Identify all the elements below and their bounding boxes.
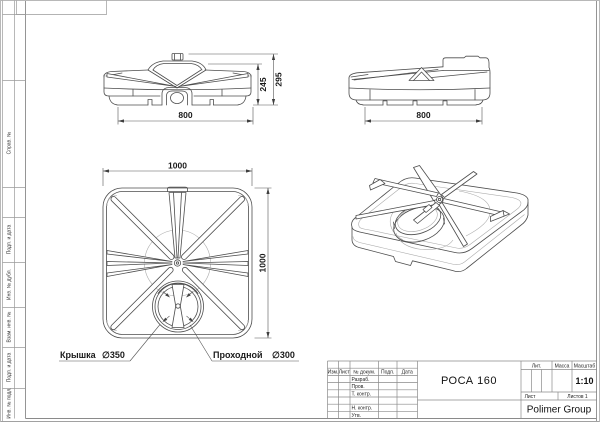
top-view xyxy=(102,186,253,339)
tb-row-n-kontr: Н. контр. xyxy=(352,406,373,412)
lid-circle-outer xyxy=(152,280,204,333)
callout-pass-label: Проходной xyxy=(213,350,263,360)
front-cap xyxy=(171,53,184,61)
callout-lid-label: Крышка xyxy=(60,350,97,360)
tb-sheet-label: Лист xyxy=(525,394,537,400)
lid-circle-mid xyxy=(154,283,202,330)
tb-col-data: Дата xyxy=(402,370,413,376)
tb-scale-value: 1:10 xyxy=(575,376,593,386)
top-view-hub xyxy=(173,259,182,267)
tb-row-utv: Утв. xyxy=(352,413,362,419)
tb-row-t-kontr: Т. контр. xyxy=(352,391,372,397)
tb-mass-label: Масса xyxy=(555,363,570,369)
callout-pass-value: ∅300 xyxy=(272,350,295,360)
dim-front-height-body: 245 xyxy=(258,77,268,91)
dim-top-width: 1000 xyxy=(168,161,187,171)
tb-doc-title: РОСА 160 xyxy=(441,375,497,387)
isometric-view xyxy=(351,165,529,273)
rib-bottom-left xyxy=(110,266,174,331)
rib-top-left xyxy=(110,196,175,260)
stamp-label-sprav: Справ. № xyxy=(7,132,13,155)
top-view-outline xyxy=(102,187,253,339)
dim-front-height-total: 295 xyxy=(274,72,284,86)
dim-top-height: 1000 xyxy=(258,253,268,272)
iso-top-face xyxy=(351,177,529,254)
dim-side-width: 800 xyxy=(416,110,430,120)
tb-sheets-label: Листов 1 xyxy=(567,394,588,400)
tb-scale-label: Масштаб xyxy=(574,363,596,369)
rib-top-right xyxy=(181,196,245,260)
lid-spool xyxy=(171,284,185,328)
tb-col-izm: Изм. xyxy=(328,370,339,376)
front-view xyxy=(103,53,252,106)
tb-col-list: Лист xyxy=(339,370,351,376)
side-view-dimensions: 800 xyxy=(364,107,483,125)
tb-company: Polimer Group xyxy=(527,405,592,416)
tb-row-prov: Пров. xyxy=(352,384,365,390)
front-view-dimensions: 800 245 295 xyxy=(117,53,284,125)
tb-lit-label: Лит. xyxy=(532,363,541,369)
stamp-label-podp-data-2: Подп. и дата xyxy=(7,353,13,383)
stamp-label-podp-data-1: Подп. и дата xyxy=(7,225,13,255)
stamp-label-inv-dubl: Инв. № дубл. xyxy=(7,269,13,300)
side-view xyxy=(348,55,491,106)
callout-lid-value: ∅350 xyxy=(102,350,125,360)
top-reference-cell xyxy=(16,0,107,15)
stamp-label-inv-podl: Инв. № подл. xyxy=(7,387,13,418)
iso-hub xyxy=(436,196,443,203)
top-wedge-rib xyxy=(168,192,187,259)
front-arch-detail xyxy=(170,92,184,104)
iso-skirt xyxy=(351,202,529,273)
stamp-label-vzam-inv: Взам. инв. № xyxy=(7,312,13,343)
dim-front-width: 800 xyxy=(178,110,192,120)
tb-col-dokum: № докум. xyxy=(353,370,375,376)
top-view-dimensions: 1000 1000 Крышка ∅350 Проходной ∅300 xyxy=(59,161,299,362)
left-stamp-column: Справ. № Подп. и дата Инв. № дубл. Взам.… xyxy=(2,0,26,419)
tb-col-podp: Подп. xyxy=(381,370,394,376)
rib-bottom-right xyxy=(181,266,246,331)
tb-row-razrab: Разраб. xyxy=(352,377,370,383)
title-block: Изм. Лист № докум. Подп. Дата Разраб. Пр… xyxy=(327,360,597,419)
